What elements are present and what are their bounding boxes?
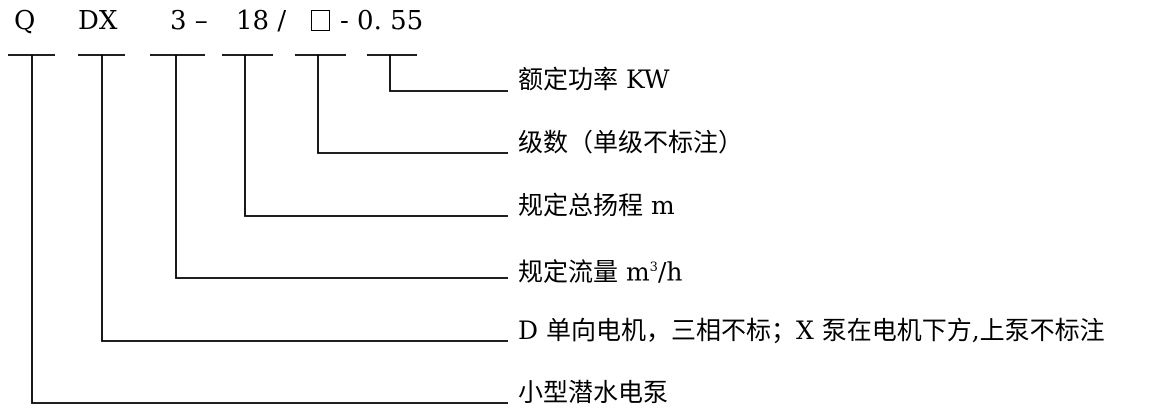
code-stages-box [311,4,330,38]
label-head: 规定总扬程 m [518,191,675,220]
code-flow: 3 – [170,6,208,36]
label-pump: 小型潜水电泵 [518,378,669,407]
code-power: - 0. 55 [340,6,424,36]
label-stages: 级数（单级不标注） [518,128,744,157]
code-head: 18 / [236,6,287,36]
leader-motor [101,55,508,342]
leader-head [244,55,508,217]
leader-stages [317,55,508,154]
code-dx: DX [78,6,118,36]
code-q: Q [14,6,36,36]
label-flow: 规定流量 m3/h [518,257,683,287]
leader-flow [175,55,508,279]
label-motor: D 单向电机，三相不标；X 泵在电机下方,上泵不标注 [518,316,1105,345]
label-power: 额定功率 KW [518,65,670,94]
leader-power [389,55,508,92]
leader-pump [31,55,508,404]
